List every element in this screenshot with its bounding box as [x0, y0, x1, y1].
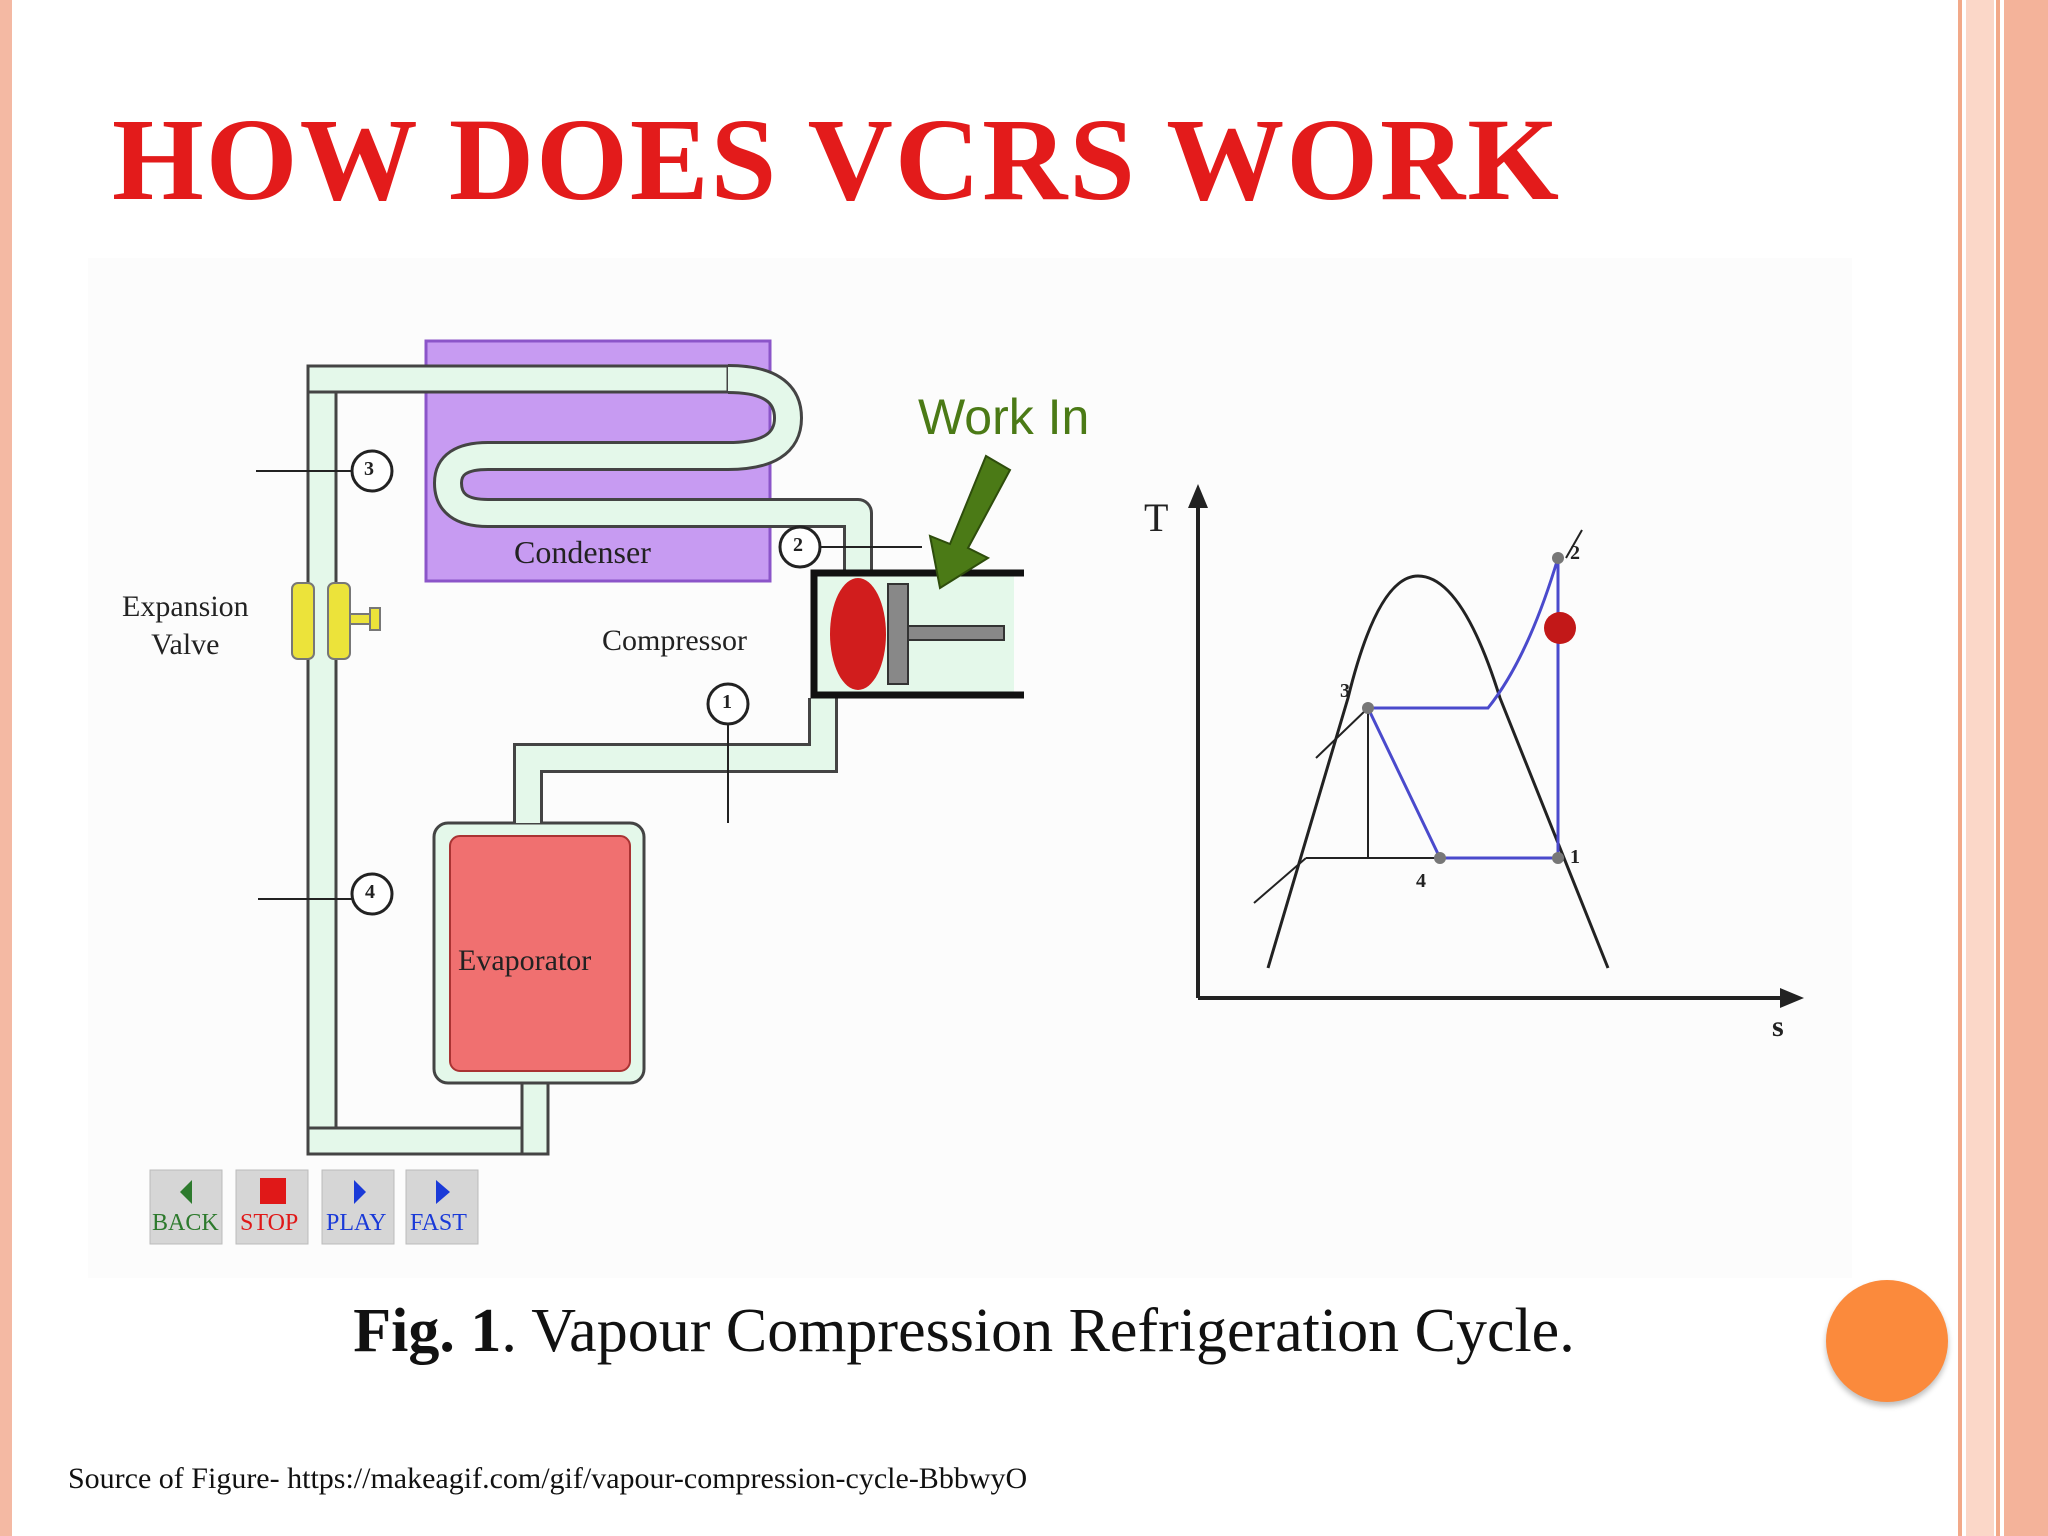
caption-text: . Vapour Compression Refrigeration Cycle…	[501, 1297, 1575, 1365]
bottom-pipe	[306, 1126, 550, 1156]
point-4-marker	[350, 872, 394, 916]
pressure-line	[1253, 857, 1307, 904]
fast-arrow-icon	[436, 1180, 450, 1204]
point-1-marker	[706, 682, 750, 726]
expansion-valve-label: Expansion Valve	[122, 588, 249, 664]
right-border-stripe	[1996, 0, 2000, 1536]
ts-point-2-label: 2	[1570, 542, 1580, 564]
control-fast-label: FAST	[410, 1210, 467, 1236]
work-in-label: Work In	[918, 389, 1090, 445]
right-border-stripe	[1966, 0, 1994, 1536]
right-border-stripe	[2004, 0, 2048, 1536]
expansion-valve-label-line2: Valve	[151, 628, 220, 661]
left-pipe	[306, 364, 338, 1156]
stop-square-icon	[260, 1178, 286, 1204]
ts-y-arrow-icon	[1188, 484, 1208, 508]
point-3-label: 3	[364, 458, 374, 480]
ts-point-4-label: 4	[1416, 870, 1426, 892]
compressor-cylinder	[810, 569, 1024, 699]
top-pipe	[306, 364, 730, 394]
saturation-dome	[1266, 574, 1610, 969]
condenser-label: Condenser	[514, 534, 651, 570]
ts-point-3	[1362, 702, 1374, 714]
state-indicator-ball	[1544, 612, 1576, 644]
pressure-line	[1315, 707, 1369, 759]
ts-x-arrow-icon	[1780, 988, 1804, 1008]
point-1-label: 1	[722, 691, 732, 713]
refrigeration-cycle-path	[1366, 557, 1560, 860]
figure-caption: Fig. 1. Vapour Compression Refrigeration…	[0, 1296, 2048, 1367]
evaporator-label: Evaporator	[458, 944, 592, 977]
control-play-label: PLAY	[326, 1210, 387, 1236]
work-in-arrow-icon	[928, 454, 1012, 590]
caption-figure-number: Fig. 1	[353, 1297, 502, 1365]
control-stop-label: STOP	[240, 1210, 299, 1236]
evaporator-box	[449, 835, 631, 1072]
expansion-valve-right	[327, 582, 351, 660]
slide-title: HOW DOES VCRS WORK	[112, 94, 1562, 225]
point-4-label: 4	[365, 881, 375, 903]
suction-pipe	[516, 698, 835, 823]
point-3-marker	[350, 449, 394, 493]
control-back-button[interactable]	[149, 1169, 223, 1245]
control-stop-button[interactable]	[235, 1169, 309, 1245]
control-fast-button[interactable]	[405, 1169, 479, 1245]
control-back-label: BACK	[152, 1210, 219, 1236]
point-2-label: 2	[793, 534, 803, 556]
vcrs-diagram-svg	[149, 339, 1804, 1245]
vcrs-figure: Work In Condenser Compressor Expansion V…	[88, 258, 1852, 1278]
ts-axis-x-label: s	[1772, 1010, 1784, 1043]
expansion-valve-left	[291, 582, 315, 660]
figure-source: Source of Figure- https://makeagif.com/g…	[68, 1462, 1028, 1495]
compressor-label: Compressor	[602, 624, 747, 657]
expansion-valve-stem	[349, 613, 371, 625]
ts-point-2	[1552, 552, 1564, 564]
pressure-line	[1565, 529, 1583, 559]
ts-point-1	[1552, 852, 1564, 864]
point-2-marker	[778, 525, 822, 569]
ts-point-4	[1434, 852, 1446, 864]
expansion-valve-label-line1: Expansion	[122, 590, 249, 623]
ts-axis-y-label: T	[1144, 495, 1169, 540]
ts-point-1-label: 1	[1570, 846, 1580, 868]
compressor-piston	[887, 583, 909, 685]
ts-point-3-label: 3	[1340, 680, 1350, 702]
back-arrow-icon	[180, 1180, 192, 1204]
left-border	[0, 0, 12, 1536]
decorative-orange-circle	[1826, 1280, 1948, 1402]
condenser-coil	[436, 367, 870, 578]
expansion-valve-knob	[369, 607, 381, 631]
compressor-gas	[830, 578, 886, 690]
right-border-stripe	[1958, 0, 1962, 1536]
control-play-button[interactable]	[321, 1169, 395, 1245]
play-arrow-icon	[354, 1180, 366, 1204]
compressor-rod	[907, 625, 1005, 641]
